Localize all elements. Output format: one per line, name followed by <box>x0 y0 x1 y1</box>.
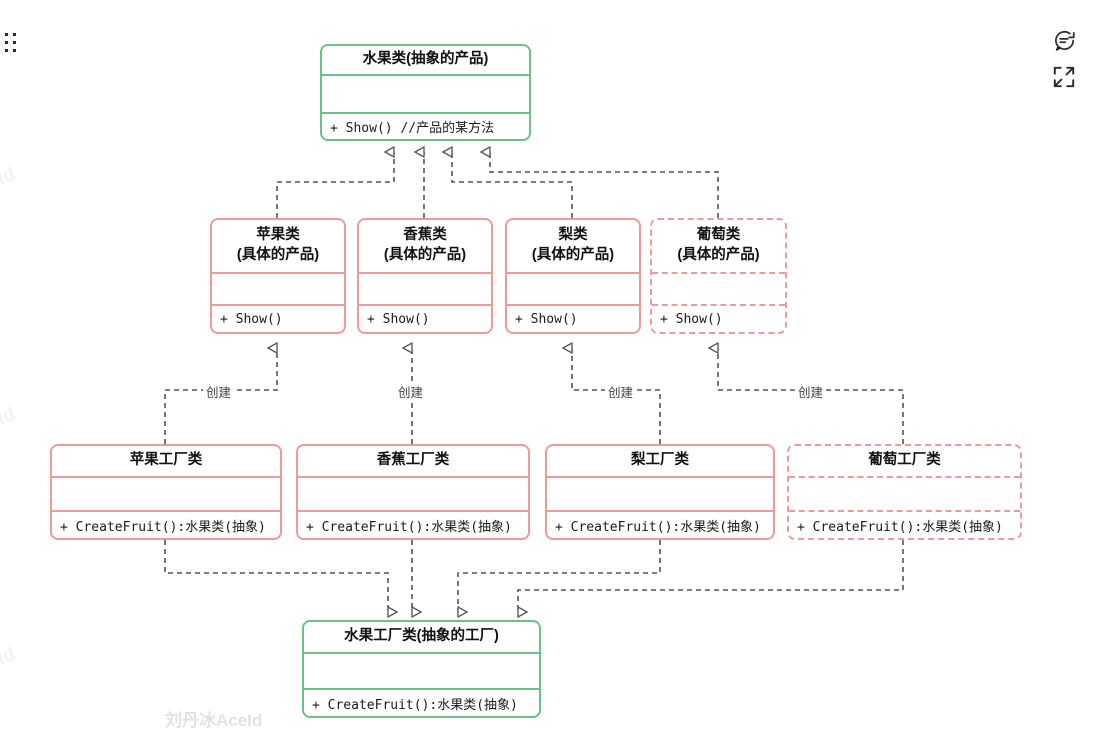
class-title-product-banana: 香蕉类 (具体的产品) <box>359 220 491 272</box>
class-operations-factory-grape: + CreateFruit():水果类(抽象) <box>789 510 1020 538</box>
comment-icon[interactable] <box>1051 28 1077 54</box>
dot <box>13 33 16 36</box>
class-operations-text: + CreateFruit():水果类(抽象) <box>306 519 512 535</box>
class-stereotype-text: (具体的产品) <box>531 247 615 263</box>
class-attributes-product-pear <box>507 272 639 304</box>
class-name-text: 水果类(抽象的产品) <box>362 51 489 68</box>
class-attributes-factory-apple <box>52 476 280 510</box>
watermark-left-3: eId <box>0 643 19 674</box>
class-stereotype-text: (具体的产品) <box>677 247 760 263</box>
dot <box>5 41 8 44</box>
dot <box>5 33 8 36</box>
watermark-left-1: eId <box>0 163 19 194</box>
relation-label-create-banana: 创建 <box>395 382 427 401</box>
class-operations-text: + CreateFruit():水果类(抽象) <box>555 519 761 535</box>
class-operations-text: + Show() <box>660 311 723 327</box>
class-operations-product-pear: + Show() <box>507 304 639 332</box>
class-operations-text: + Show() //产品的某方法 <box>330 121 495 136</box>
class-attributes-abstract-factory <box>304 652 539 688</box>
class-box-abstract-product[interactable]: 水果类(抽象的产品) + Show() //产品的某方法 <box>320 44 531 141</box>
class-attributes-product-grape <box>652 272 785 304</box>
class-operations-factory-apple: + CreateFruit():水果类(抽象) <box>52 510 280 538</box>
class-box-factory-apple[interactable]: 苹果工厂类 + CreateFruit():水果类(抽象) <box>50 444 282 540</box>
class-box-product-banana[interactable]: 香蕉类 (具体的产品) + Show() <box>357 218 493 334</box>
watermark-author: 刘丹冰AceId <box>165 711 263 730</box>
class-operations-abstract-factory: + CreateFruit():水果类(抽象) <box>304 688 539 716</box>
class-name-text: 香蕉类 <box>403 227 447 244</box>
class-attributes-factory-banana <box>298 476 528 510</box>
relation-label-create-apple: 创建 <box>203 382 235 401</box>
class-title-abstract-product: 水果类(抽象的产品) <box>322 46 529 74</box>
class-operations-text: + CreateFruit():水果类(抽象) <box>797 519 1003 535</box>
class-title-factory-pear: 梨工厂类 <box>547 446 773 476</box>
class-box-product-grape[interactable]: 葡萄类 (具体的产品) + Show() <box>650 218 787 334</box>
class-name-text: 苹果工厂类 <box>129 452 203 469</box>
class-name-text: 香蕉工厂类 <box>376 452 450 469</box>
class-operations-product-apple: + Show() <box>212 304 344 332</box>
class-operations-factory-banana: + CreateFruit():水果类(抽象) <box>298 510 528 538</box>
class-name-text: 梨类 <box>558 227 588 244</box>
drag-handle-dots-icon[interactable] <box>5 33 18 54</box>
relation-label-create-grape: 创建 <box>795 382 827 401</box>
class-operations-abstract-product: + Show() //产品的某方法 <box>322 112 529 139</box>
class-operations-text: + Show() <box>367 311 430 327</box>
class-operations-text: + CreateFruit():水果类(抽象) <box>60 519 266 535</box>
class-box-factory-grape[interactable]: 葡萄工厂类 + CreateFruit():水果类(抽象) <box>787 444 1022 540</box>
class-title-factory-apple: 苹果工厂类 <box>52 446 280 476</box>
class-operations-text: + Show() <box>515 311 578 327</box>
class-attributes-factory-pear <box>547 476 773 510</box>
class-title-factory-grape: 葡萄工厂类 <box>789 446 1020 476</box>
class-box-factory-pear[interactable]: 梨工厂类 + CreateFruit():水果类(抽象) <box>545 444 775 540</box>
dot <box>13 49 16 52</box>
class-operations-product-grape: + Show() <box>652 304 785 332</box>
class-attributes-product-apple <box>212 272 344 304</box>
class-stereotype-text: (具体的产品) <box>236 247 320 263</box>
class-box-abstract-factory[interactable]: 水果工厂类(抽象的工厂) + CreateFruit():水果类(抽象) <box>302 620 541 718</box>
class-name-text: 水果工厂类(抽象的工厂) <box>344 628 499 645</box>
class-attributes-factory-grape <box>789 476 1020 510</box>
class-operations-factory-pear: + CreateFruit():水果类(抽象) <box>547 510 773 538</box>
watermark-left-2: eId <box>0 403 19 434</box>
class-operations-text: + Show() <box>220 311 283 327</box>
class-box-product-apple[interactable]: 苹果类 (具体的产品) + Show() <box>210 218 346 334</box>
class-box-product-pear[interactable]: 梨类 (具体的产品) + Show() <box>505 218 641 334</box>
class-operations-text: + CreateFruit():水果类(抽象) <box>312 697 518 713</box>
class-name-text: 苹果类 <box>256 227 300 244</box>
class-name-text: 梨工厂类 <box>631 452 689 469</box>
class-name-text: 葡萄工厂类 <box>868 452 941 469</box>
class-title-product-apple: 苹果类 (具体的产品) <box>212 220 344 272</box>
class-name-text: 葡萄类 <box>696 227 741 244</box>
dot <box>5 49 8 52</box>
class-attributes-abstract-product <box>322 74 529 112</box>
class-title-abstract-factory: 水果工厂类(抽象的工厂) <box>304 622 539 652</box>
dot <box>13 41 16 44</box>
class-operations-product-banana: + Show() <box>359 304 491 332</box>
class-box-factory-banana[interactable]: 香蕉工厂类 + CreateFruit():水果类(抽象) <box>296 444 530 540</box>
class-stereotype-text: (具体的产品) <box>383 247 467 263</box>
class-title-factory-banana: 香蕉工厂类 <box>298 446 528 476</box>
class-attributes-product-banana <box>359 272 491 304</box>
expand-icon[interactable] <box>1051 64 1077 90</box>
relation-label-create-pear: 创建 <box>605 382 637 401</box>
class-title-product-pear: 梨类 (具体的产品) <box>507 220 639 272</box>
class-title-product-grape: 葡萄类 (具体的产品) <box>652 220 785 272</box>
